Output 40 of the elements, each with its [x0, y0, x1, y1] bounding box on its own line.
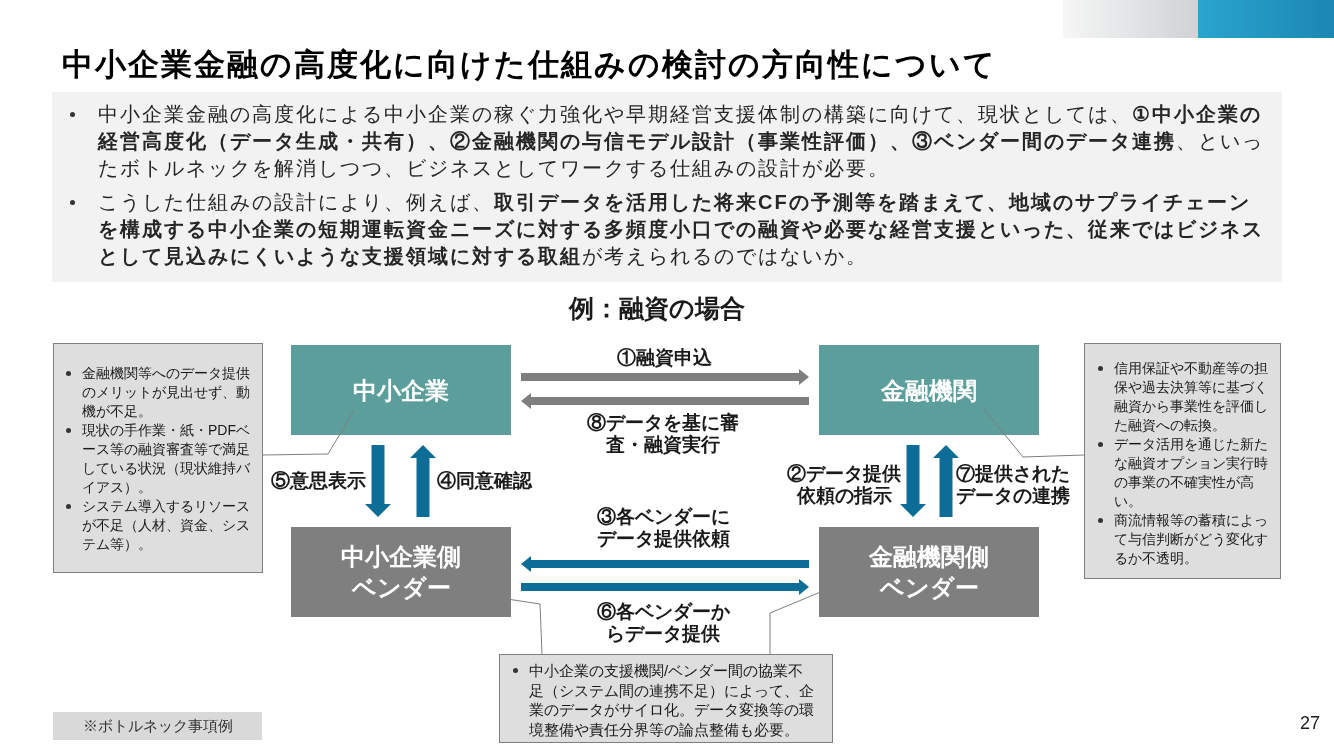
- box-label: 金融機関: [881, 375, 977, 406]
- vendor-box: [291, 527, 511, 617]
- note-tag: [53, 712, 262, 740]
- edge-label: ④同意確認: [437, 470, 534, 492]
- page-title: 中小企業金融の高度化に向けた仕組みの検討の方向性について: [62, 46, 997, 84]
- tag-text: ※ボトルネック事項例: [82, 715, 233, 736]
- entity-box: [819, 345, 1039, 435]
- note-box: [53, 343, 263, 573]
- diagram-subtitle: 例：融資の場合: [567, 293, 746, 324]
- vendor-box: [819, 527, 1039, 617]
- edge-label: ⑦提供されたデータの連携: [956, 463, 1071, 507]
- edge-label: ①融資申込: [615, 347, 713, 369]
- note-box: [1084, 343, 1281, 579]
- note-box: [499, 654, 833, 743]
- edge-label: ⑤意思表示: [270, 470, 366, 492]
- arrow: [410, 445, 436, 517]
- leader-line: [982, 407, 1085, 458]
- summary-panel: [52, 92, 1282, 282]
- edge-label: ②データ提供依頼の指示: [786, 463, 902, 507]
- edge-label: ⑥各ベンダーからデータ提供: [595, 601, 731, 645]
- bullet-text: こうした仕組みの設計により、例えば、取引データを活用した将来CFの予測等を踏まえて、地域のサプライチェーンを構成する中小企業の短期運転資金ニーズに対する多頻度小口での融資や必要な経営支援といった、従来ではビジネスとして見込みにくいような支援領域に対する取組が考えられるのではないか。: [98, 190, 1265, 269]
- bullet-text: データ活用を通じた新たな融資オプション実行時の事業の不確実性が高い。: [1114, 435, 1269, 511]
- arrow: [365, 445, 391, 517]
- box-label: 中小企業: [353, 375, 449, 406]
- entity-box: [291, 345, 511, 435]
- edge-label: ⑧データを基に審査・融資実行: [586, 412, 740, 456]
- box-label: 金融機関側ベンダー: [868, 542, 990, 603]
- bullet-text: 金融機関等へのデータ提供のメリットが見出せず、動機が不足。: [82, 364, 251, 421]
- bullet-text: 中小企業金融の高度化による中小企業の稼ぐ力強化や早期経営支援体制の構築に向けて、現状としては、①中小企業の経営高度化（データ生成・共有）、②金融機関の与信モデル設計（事業性評価）、③ベンダー間のデータ連携、といったボトルネックを解消しつつ、ビジネスとしてワークする仕組みの設計が必要。: [98, 102, 1265, 181]
- bullet-text: システム導入するリソースが不足（人材、資金、システム等）。: [82, 497, 251, 554]
- arrow: [933, 445, 959, 517]
- leader-line: [262, 410, 355, 456]
- bullet-text: 商流情報等の蓄積によって与信判断がどう変化するか不透明。: [1114, 511, 1269, 568]
- edge-label: ③各ベンダーにデータ提供依頼: [595, 506, 731, 550]
- arrow: [900, 445, 926, 517]
- page-number: 27: [1299, 712, 1321, 735]
- bullet-text: 現状の手作業・紙・PDFベース等の融資審査等で満足している状況（現状維持バイアス）。: [82, 421, 251, 497]
- bullet-text: 信用保証や不動産等の担保や過去決算等に基づく融資から事業性を評価した融資への転換。: [1114, 359, 1269, 435]
- box-label: 中小企業側ベンダー: [340, 542, 462, 603]
- bullet-text: 中小企業の支援機関/ベンダー間の協業不足（システム間の連携不足）によって、企業のデータがサイロ化。データ変換等の環境整備や責任分界等の論点整備も必要。: [529, 661, 815, 739]
